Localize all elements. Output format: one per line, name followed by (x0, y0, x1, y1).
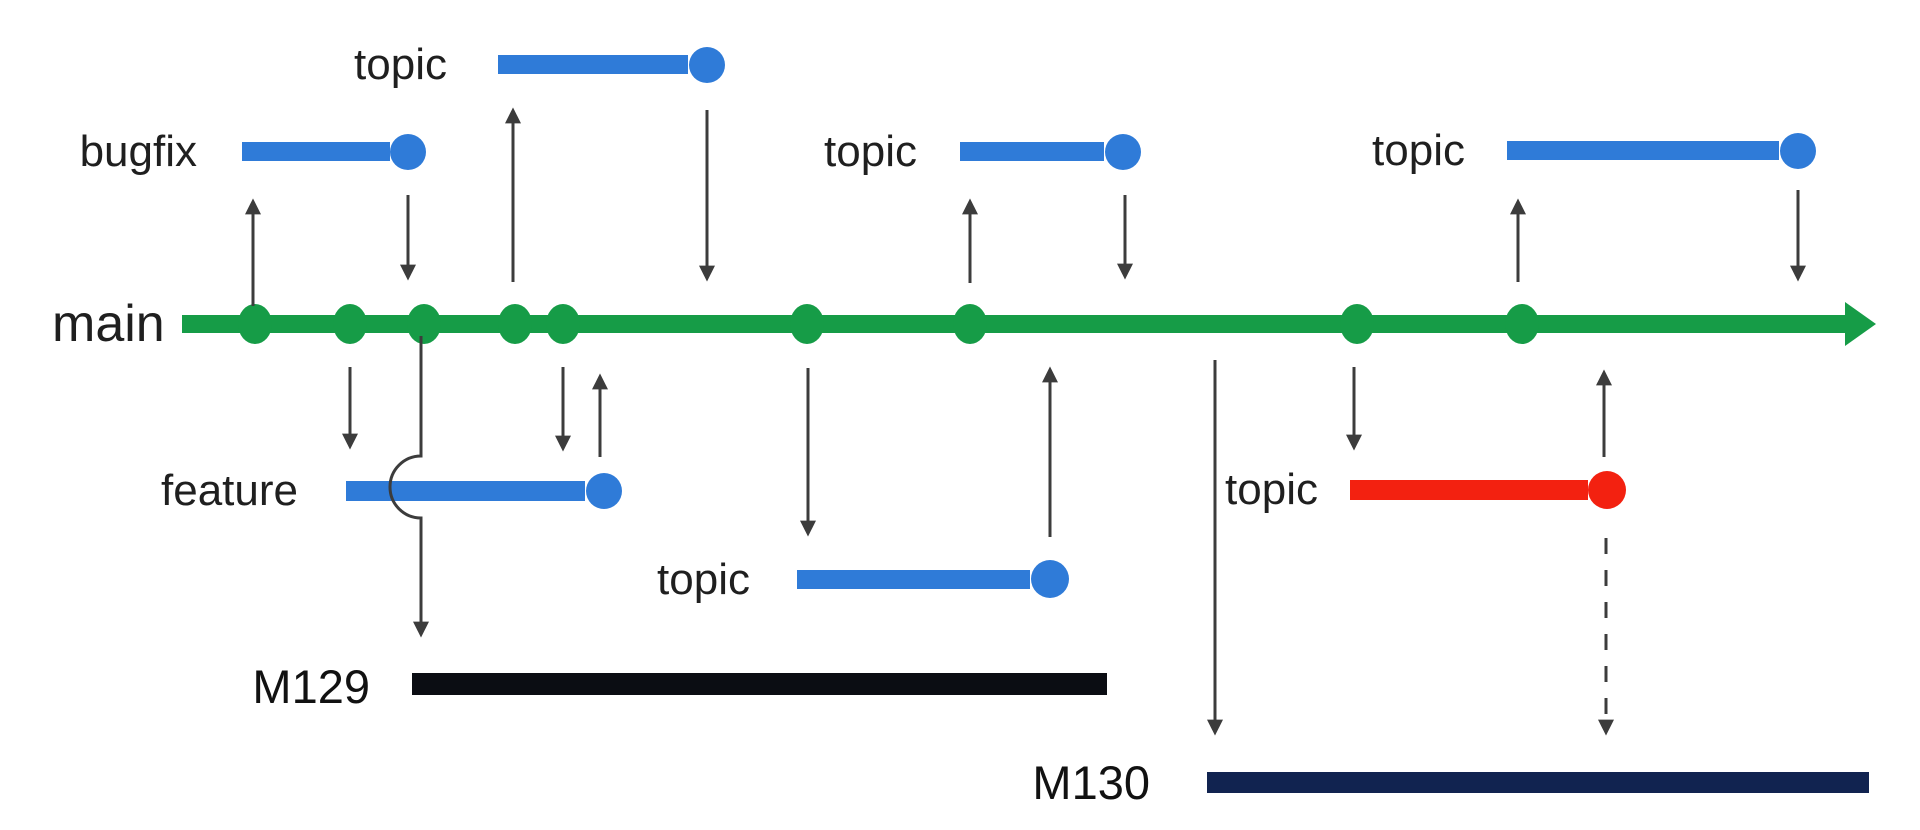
m129-release-bar (412, 673, 1107, 695)
topic-top-branch-bar (498, 55, 688, 74)
arrow-release-m129 (388, 336, 429, 638)
topic-lower-branch-label: topic (657, 555, 750, 604)
bugfix-branch-head (390, 134, 426, 170)
topic-lower-branch-head (1031, 560, 1069, 598)
commit-dot (498, 304, 532, 344)
topic-red-branch-head (1588, 471, 1626, 509)
commit-dot (1505, 304, 1539, 344)
feature-branch-label: feature (161, 466, 298, 515)
commit-dot (953, 304, 987, 344)
m129-label: M129 (252, 660, 370, 713)
topic-red-branch-label: topic (1225, 465, 1318, 514)
commit-dot (546, 304, 580, 344)
topic-mid-branch-bar (960, 142, 1104, 161)
topic-top-branch-label: topic (354, 40, 447, 89)
topic-lower-branch-bar (797, 570, 1030, 589)
commit-dot (790, 304, 824, 344)
commit-dot (407, 304, 441, 344)
topic-red-branch-bar (1350, 480, 1588, 500)
topic-mid-branch-label: topic (824, 127, 917, 176)
topic-top-branch-head (689, 47, 725, 83)
commit-dot (333, 304, 367, 344)
m130-label: M130 (1032, 756, 1150, 809)
main-branch-arrowhead-icon (1845, 302, 1876, 346)
topic-mid-branch-head (1105, 134, 1141, 170)
feature-branch-head (586, 473, 622, 509)
topic-right-branch-head (1780, 133, 1816, 169)
bugfix-branch-label: bugfix (80, 127, 197, 176)
feature-branch-bar (346, 481, 585, 501)
commit-dot (238, 304, 272, 344)
bugfix-branch-bar (242, 142, 390, 161)
commit-dot (1340, 304, 1374, 344)
main-branch-label: main (52, 295, 165, 353)
topic-right-branch-label: topic (1372, 126, 1465, 175)
topic-right-branch-bar (1507, 141, 1779, 160)
main-commit-dots (238, 304, 1539, 344)
m130-release-bar (1207, 772, 1869, 793)
